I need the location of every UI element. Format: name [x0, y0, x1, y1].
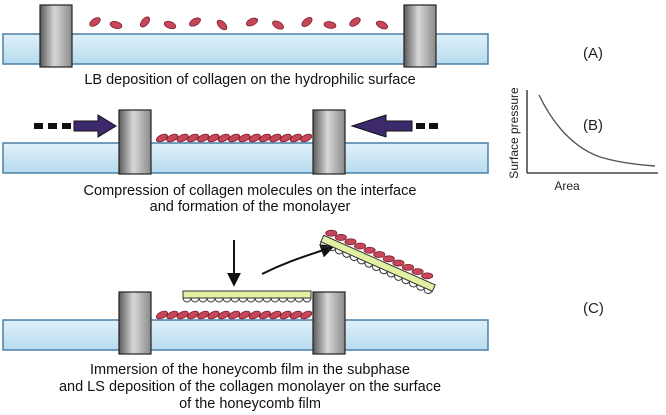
molecules-b: [155, 133, 313, 143]
collagen-molecule: [269, 310, 282, 320]
collagen-molecule: [245, 17, 259, 27]
transfer-arrow: [261, 244, 335, 275]
collagen-molecule: [197, 133, 210, 143]
collagen-molecule: [289, 133, 302, 143]
collagen-molecule: [109, 21, 123, 29]
collagen-molecule: [186, 133, 199, 143]
collagen-molecule: [401, 263, 414, 271]
collagen-molecule: [89, 17, 101, 27]
collagen-molecule: [207, 133, 220, 143]
collagen-molecule: [228, 310, 241, 320]
collagen-molecule: [344, 238, 357, 246]
collagen-molecule: [289, 310, 302, 320]
collagen-molecule: [334, 234, 347, 241]
collagen-molecule: [176, 133, 189, 143]
collagen-molecule: [189, 17, 201, 27]
panel-label-a: (A): [583, 45, 603, 62]
collagen-molecule: [411, 268, 424, 276]
collagen-molecule: [269, 133, 282, 143]
collagen-molecule: [228, 133, 241, 143]
honeycomb-film-lifted: [320, 229, 436, 295]
plot-xlabel: Area: [554, 179, 580, 193]
collagen-molecule: [207, 310, 220, 320]
collagen-molecule: [176, 310, 189, 320]
isotherm-plot: Surface pressure Area: [507, 87, 658, 193]
collagen-molecule: [186, 310, 199, 320]
barrier-a-left: [39, 4, 73, 68]
barrier-c-left: [118, 291, 152, 355]
caption-c-line2: and LS deposition of the collagen monola…: [58, 379, 442, 395]
collagen-molecule: [392, 259, 405, 267]
caption-b-line1: Compression of collagen molecules on the…: [83, 183, 417, 199]
collagen-molecule: [421, 272, 434, 280]
collagen-molecule: [258, 310, 272, 320]
collagen-molecule: [272, 20, 284, 30]
panel-a: [2, 4, 489, 68]
collagen-molecule: [258, 133, 272, 143]
caption-a: LB deposition of collagen on the hydroph…: [84, 72, 416, 88]
collagen-molecule: [217, 133, 230, 143]
barrier-a-right: [403, 4, 437, 68]
collagen-molecule: [248, 310, 261, 320]
collagen-molecule: [279, 310, 292, 320]
barrier-b-left: [118, 109, 152, 175]
panel-c: [2, 229, 489, 355]
plot-ylabel: Surface pressure: [507, 87, 521, 179]
honeycomb-film-immersed: [182, 290, 312, 303]
collagen-molecule: [382, 255, 395, 263]
caption-c-line3: of the honeycomb film: [179, 396, 321, 412]
collagen-molecule: [217, 310, 230, 320]
collagen-molecule: [349, 17, 361, 27]
collagen-molecule: [363, 246, 376, 254]
panel-label-c: (C): [583, 300, 604, 317]
collagen-molecule: [375, 20, 389, 30]
collagen-molecule: [301, 16, 313, 28]
isotherm-curve: [538, 94, 656, 167]
collagen-molecule: [155, 310, 169, 320]
collagen-molecule: [300, 310, 313, 320]
collagen-molecule: [238, 133, 251, 143]
trough-c: [2, 319, 489, 351]
collagen-molecule: [325, 229, 338, 237]
caption-c-line1: Immersion of the honeycomb film in the s…: [90, 362, 410, 378]
collagen-molecule: [238, 310, 251, 320]
collagen-molecule: [166, 133, 179, 143]
barrier-b-right: [312, 109, 346, 175]
collagen-molecule: [155, 133, 169, 143]
collagen-molecule: [354, 242, 367, 250]
compression-arrow-right: [350, 114, 438, 138]
collagen-molecule: [163, 20, 177, 30]
collagen-molecule: [323, 21, 337, 29]
molecules-a: [89, 16, 389, 31]
caption-b-line2: and formation of the monolayer: [149, 199, 351, 215]
collagen-molecule: [166, 310, 179, 320]
collagen-molecule: [300, 133, 313, 143]
barrier-c-right: [312, 291, 346, 355]
collagen-molecule: [373, 251, 386, 258]
collagen-molecule: [216, 19, 228, 31]
trough-b: [2, 142, 489, 174]
compression-arrow-left: [34, 114, 117, 138]
collagen-molecule: [139, 16, 151, 28]
collagen-molecule: [197, 310, 210, 320]
molecules-c: [155, 310, 313, 320]
collagen-molecule: [279, 133, 292, 143]
collagen-molecule: [248, 133, 261, 143]
panel-b: Surface pressure Area: [2, 87, 658, 193]
panel-label-b: (B): [583, 117, 603, 134]
